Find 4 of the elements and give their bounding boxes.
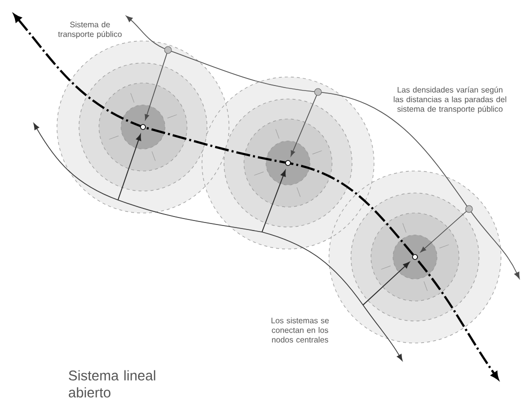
caption: Sistema lineal abierto — [68, 370, 156, 398]
annotation-text: Los sistemas se conectan en los nodos centrales — [272, 317, 329, 343]
annotation-text: Sistema de transporte público — [58, 21, 122, 39]
annotation-text: Las densidades varían según las distancias a las paradas del sistema de transporte público — [394, 86, 506, 114]
